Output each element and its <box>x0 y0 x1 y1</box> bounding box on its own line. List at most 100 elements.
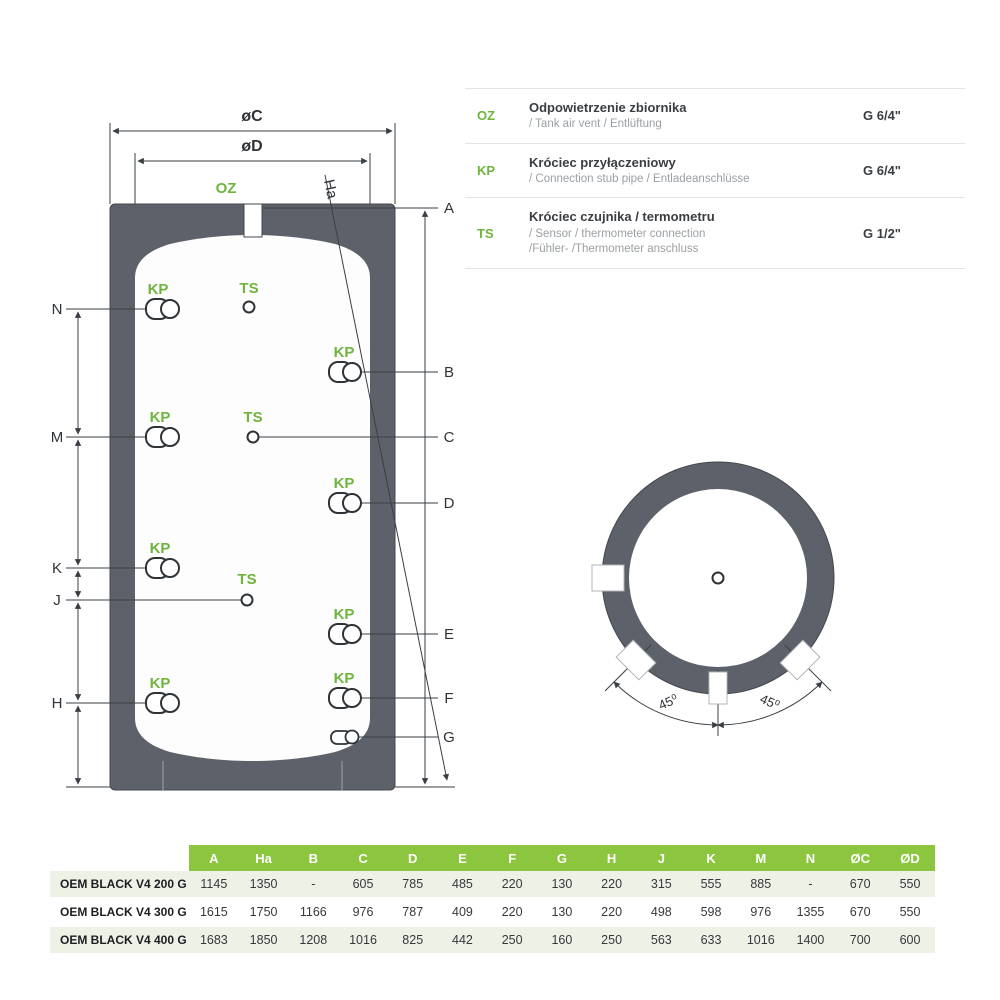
dimension-value-cell: 485 <box>452 877 473 891</box>
dimension-value-cell: 598 <box>700 905 722 919</box>
legend-code-ts: TS <box>477 225 494 241</box>
kp-connector-small <box>330 729 360 745</box>
dim-label-h: H <box>52 695 63 712</box>
tank-body <box>109 203 396 791</box>
dimension-value-cell: 1750 <box>249 905 278 919</box>
dimension-value-cell: 550 <box>899 877 921 891</box>
kp-connectors-right <box>328 361 362 745</box>
cutout-bottom-right <box>779 639 821 681</box>
legend-title: Króciec czujnika / termometru <box>529 209 715 225</box>
kp-label: KP <box>148 281 169 298</box>
connection-legend: OZ Odpowietrzenie zbiornika / Tank air v… <box>465 88 965 269</box>
dimension-inner-diameter <box>134 153 371 204</box>
dimension-value-cell: 130 <box>551 905 573 919</box>
legend-row-kp: KP Króciec przyłączeniowy / Connection s… <box>465 142 965 198</box>
dimension-value-cell: 976 <box>352 905 374 919</box>
dimension-value-cell: 1016 <box>349 933 377 947</box>
table-corner-cell <box>50 845 189 871</box>
ts-label: TS <box>237 571 256 588</box>
dim-label-a: A <box>444 200 454 217</box>
kp-connector <box>145 426 180 448</box>
dimension-value-cell: 976 <box>750 905 772 919</box>
table-header-cell: Ha <box>238 845 289 871</box>
legend-subtitle: /Fühler- /Thermometer anschluss <box>529 243 699 256</box>
dimension-value-cell: - <box>311 877 316 891</box>
table-header-cell: A <box>189 845 239 871</box>
dim-label-g: G <box>443 729 455 746</box>
dim-label-n: N <box>52 301 63 318</box>
legend-code-oz: OZ <box>477 108 496 124</box>
ha-label: Ha <box>320 178 341 201</box>
legend-code-kp: KP <box>477 163 496 179</box>
dimension-value-cell: 670 <box>849 905 871 919</box>
air-vent-stub <box>243 203 263 238</box>
dimension-value-cell: 220 <box>601 905 623 919</box>
ts-label: TS <box>239 280 258 297</box>
ts-port <box>240 593 254 607</box>
legend-subtitle: / Connection stub pipe / Entladeanschlüs… <box>529 172 750 185</box>
tank-inner-vessel <box>135 235 370 761</box>
dim-label-f: F <box>444 690 453 707</box>
model-name-cell: OEM BLACK V4 400 G <box>60 933 187 947</box>
dimension-value-cell: 1850 <box>249 933 278 947</box>
dimension-value-cell: 220 <box>501 877 523 891</box>
dimension-value-cell: 600 <box>899 933 921 947</box>
dimension-value-cell: 409 <box>452 905 473 919</box>
kp-label: KP <box>334 344 355 361</box>
dimension-value-cell: 130 <box>551 877 573 891</box>
cutout-bottom-left <box>615 639 657 681</box>
legend-size: G 6/4" <box>863 163 901 179</box>
kp-label: KP <box>334 475 355 492</box>
dimension-value-cell: 498 <box>650 905 672 919</box>
cutout-bottom <box>708 671 728 705</box>
table-header-cell: M <box>735 845 786 871</box>
model-name-cell: OEM BLACK V4 300 G <box>60 905 187 919</box>
dimension-value-cell: - <box>808 877 813 891</box>
ts-port <box>242 300 256 314</box>
table-header-cell: E <box>437 845 488 871</box>
ts-port <box>246 430 260 444</box>
table-header-cell: ØC <box>835 845 886 871</box>
table-header-cell: D <box>387 845 438 871</box>
tank-top-view-diagram: 45⁰ 45⁰ <box>591 461 835 736</box>
dimension-value-cell: 885 <box>750 877 772 891</box>
dimension-value-cell: 442 <box>452 933 473 947</box>
dimension-value-cell: 670 <box>849 877 871 891</box>
dimension-value-cell: 633 <box>700 933 722 947</box>
dimension-value-cell: 1350 <box>249 877 278 891</box>
dim-label-c: C <box>444 429 455 446</box>
dimension-value-cell: 220 <box>601 877 623 891</box>
dimension-value-cell: 1166 <box>299 905 327 919</box>
angle-dimension-arcs <box>613 681 823 729</box>
dimension-value-cell: 825 <box>402 933 424 947</box>
legend-title: Króciec przyłączeniowy <box>529 154 676 170</box>
cutout-left <box>591 564 625 592</box>
dimension-value-cell: 605 <box>352 877 374 891</box>
dimension-value-cell: 160 <box>551 933 573 947</box>
inner-diameter-label: øD <box>241 138 262 155</box>
table-header-cell: F <box>487 845 538 871</box>
kp-connector <box>328 623 362 645</box>
dimension-value-cell: 1683 <box>199 933 228 947</box>
center-port <box>711 571 725 585</box>
dim-label-e: E <box>444 626 454 643</box>
tank-front-view-diagram: øC øD OZ <box>51 108 455 791</box>
kp-connector <box>145 298 180 320</box>
ts-label: TS <box>243 409 262 426</box>
legend-row-ts: TS Króciec czujnika / termometru / Senso… <box>465 197 965 269</box>
kp-label: KP <box>150 675 171 692</box>
dimension-value-cell: 315 <box>650 877 672 891</box>
dimension-value-cell: 220 <box>501 905 523 919</box>
kp-connectors-left <box>145 298 180 714</box>
legend-size: G 1/2" <box>863 225 901 241</box>
kp-label: KP <box>150 540 171 557</box>
dim-label-k: K <box>52 560 62 577</box>
kp-connector <box>145 692 180 714</box>
kp-connector <box>145 557 180 579</box>
table-header-cell: N <box>785 845 836 871</box>
